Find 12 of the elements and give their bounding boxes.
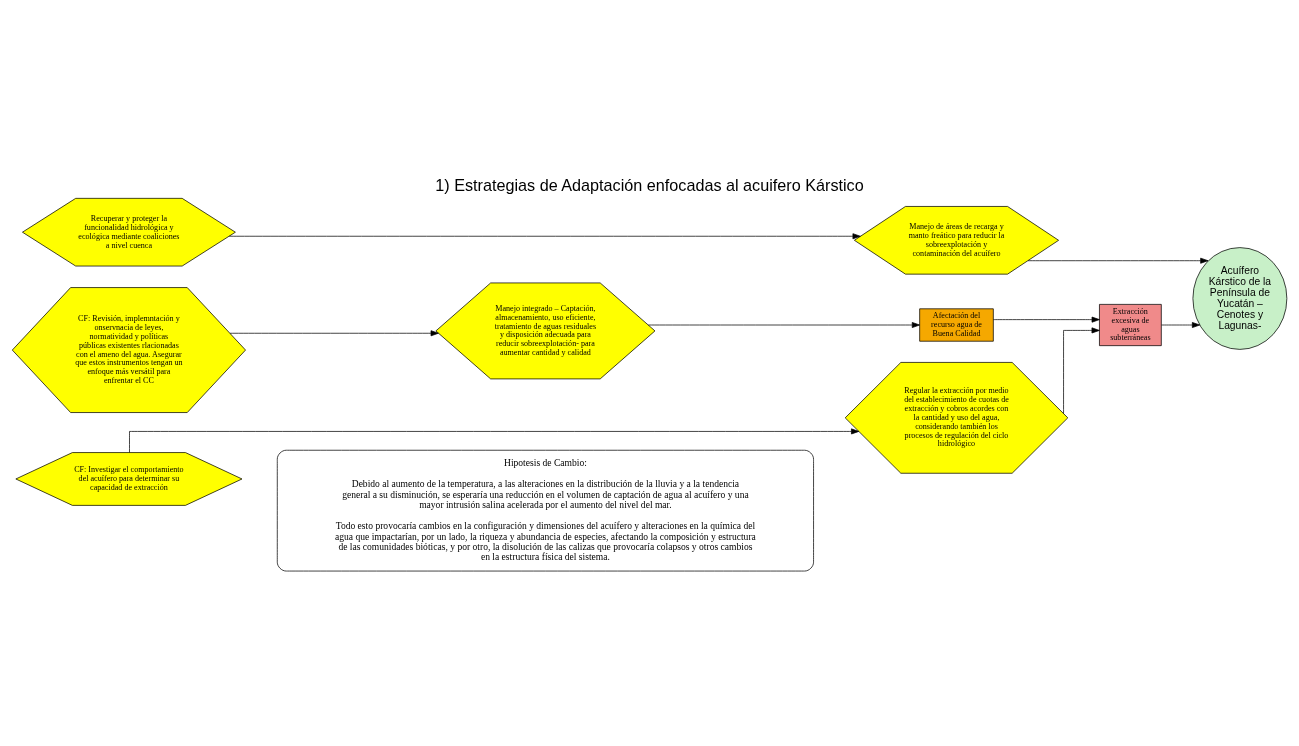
node-box: Afectación del recurso agua de Buena Calidad <box>919 308 994 342</box>
arrow <box>1063 327 1100 414</box>
arrow <box>129 428 860 453</box>
node-box: Extracción excesiva de aguas subterráneas <box>1099 304 1162 346</box>
arrow <box>229 330 439 337</box>
node-box: Hipotesis de Cambio: Debido al aumento de la temperatura, a las alteraciones en la distribución de la lluvia y a la tendencia general a su disminución, se esperaría una reducción en el volumen de captación de agua al acuífero y una mayor intrusión salina acelerada por el aumento del nivel del mar. Todo esto provocaría cambios en la configuración y dimensiones del acuífero y alteraciones en la química del agua que impactarían, por un lado, la riqueza y abundancia de especies, afectando la composición y estructura de las comunidades bióticas, y por otro, la disolución de las calizas que provocaría colapsos y otros cambios en la estructura física del sistema. <box>276 449 814 572</box>
diagram-title: 1) Estrategias de Adaptación enfocadas al acuifero Kárstico <box>435 175 864 194</box>
arrow <box>1161 322 1201 328</box>
arrow <box>993 316 1100 323</box>
arrow <box>1027 257 1209 264</box>
arrow <box>648 322 920 328</box>
arrow <box>228 233 861 240</box>
